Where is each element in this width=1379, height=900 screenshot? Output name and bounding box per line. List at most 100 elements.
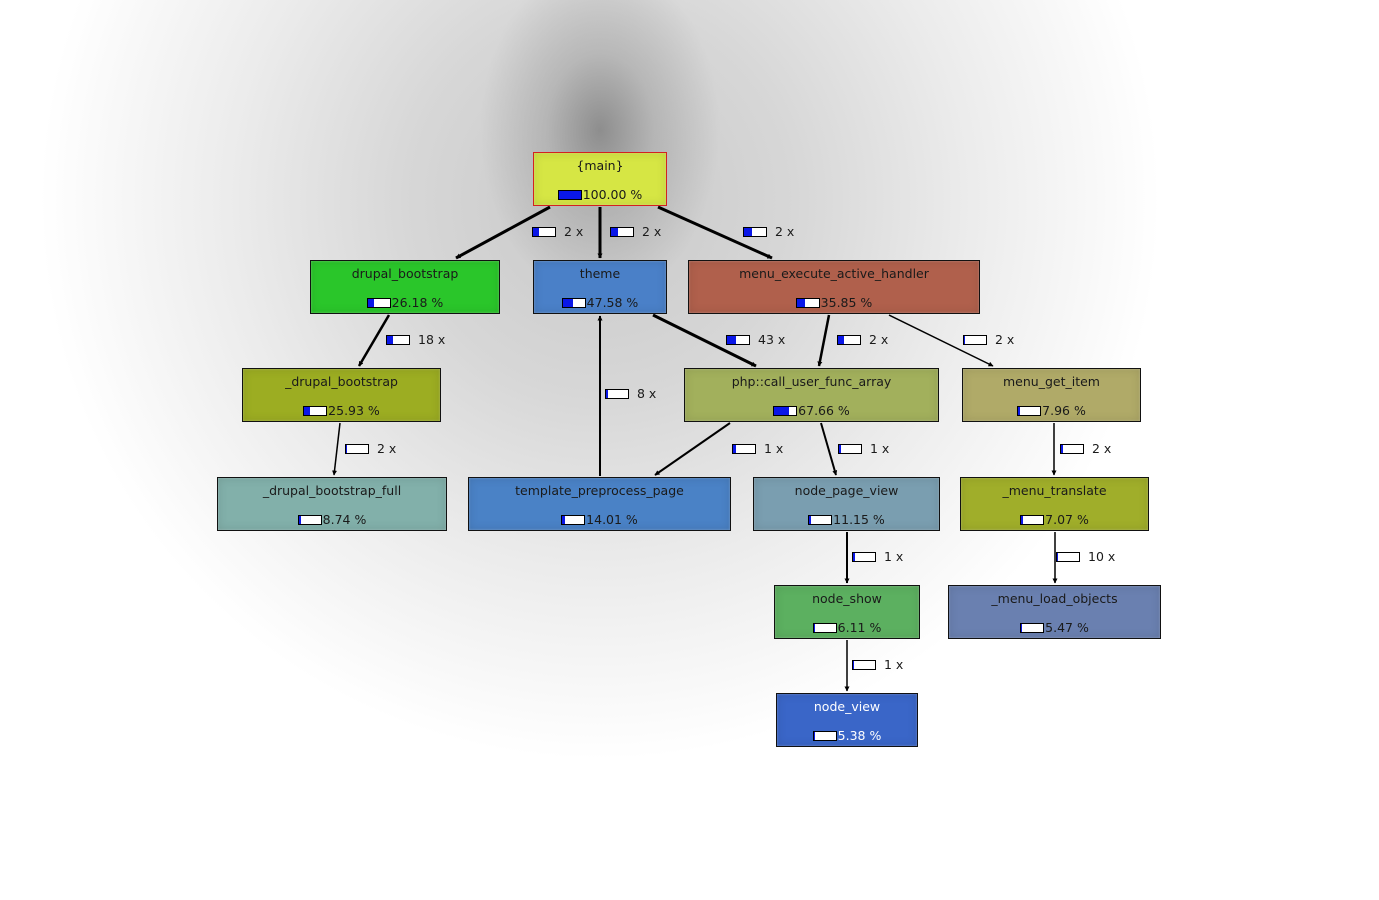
- edge-call-label: 2 x: [963, 332, 1014, 347]
- edge-drupal-bootstrap-to--drupal-bootstrap[interactable]: [357, 314, 391, 367]
- node-percent-row: 7.96 %: [963, 403, 1140, 418]
- node-drupal-bootstrap-full[interactable]: _drupal_bootstrap_full 8.74 %: [217, 477, 447, 531]
- edge-call-label: 2 x: [743, 224, 794, 239]
- percentage-bar: [561, 515, 586, 525]
- node-label: node_page_view: [794, 483, 899, 498]
- node-percent: 8.74 %: [322, 512, 367, 527]
- node-percent-row: 100.00 %: [534, 187, 666, 202]
- percentage-bar-fill: [727, 336, 736, 344]
- node-label: node_show: [812, 591, 882, 606]
- edge-call-label: 2 x: [1060, 441, 1111, 456]
- percentage-bar: [838, 444, 862, 454]
- percentage-bar: [812, 623, 837, 633]
- edge-call-label: 18 x: [386, 332, 445, 347]
- node-percent-row: 25.93 %: [243, 403, 440, 418]
- percentage-bar-fill: [387, 336, 393, 344]
- percentage-bar-fill: [533, 228, 539, 236]
- edge-menu-execute-active-handler-to-php-call-user-func-array[interactable]: [817, 314, 831, 367]
- edge-call-count: 1 x: [870, 441, 890, 456]
- percentage-bar-fill: [964, 336, 965, 344]
- percentage-bar-fill: [813, 732, 815, 740]
- percentage-bar: [837, 335, 861, 345]
- node-main[interactable]: {main} 100.00 %: [533, 152, 667, 206]
- percentage-bar: [852, 552, 876, 562]
- node-label: _drupal_bootstrap_full: [262, 483, 402, 498]
- node-percent-row: 5.38 %: [777, 728, 917, 743]
- node-percent: 26.18 %: [391, 295, 444, 310]
- node-percent: 25.93 %: [328, 403, 380, 418]
- edge--drupal-bootstrap-to--drupal-bootstrap-full[interactable]: [332, 422, 341, 476]
- node-label: _drupal_bootstrap: [285, 374, 398, 389]
- percentage-bar: [610, 227, 634, 237]
- edge-call-label: 8 x: [605, 386, 656, 401]
- node-label: template_preprocess_page: [515, 483, 684, 498]
- edge-call-count: 2 x: [1092, 441, 1112, 456]
- node-node-view[interactable]: node_view 5.38 %: [776, 693, 918, 747]
- node-label: menu_execute_active_handler: [739, 266, 929, 281]
- percentage-bar-fill: [562, 516, 566, 524]
- percentage-bar-fill: [298, 516, 301, 524]
- percentage-bar: [773, 406, 798, 416]
- node-percent-row: 14.01 %: [469, 512, 730, 527]
- percentage-bar-fill: [744, 228, 752, 236]
- node-label: theme: [579, 266, 621, 281]
- node-percent: 67.66 %: [798, 403, 850, 418]
- edge-main-to-menu-execute-active-handler[interactable]: [657, 205, 773, 260]
- percentage-bar: [345, 444, 369, 454]
- edge-call-count: 1 x: [884, 549, 904, 564]
- percentage-bar: [852, 660, 876, 670]
- percentage-bar: [297, 515, 322, 525]
- percentage-bar-fill: [304, 407, 311, 415]
- edge-call-count: 2 x: [995, 332, 1015, 347]
- edge-call-count: 43 x: [758, 332, 786, 347]
- node-percent-row: 67.66 %: [685, 403, 938, 418]
- node-label: php::call_user_func_array: [731, 374, 892, 389]
- node-label: menu_get_item: [1003, 374, 1100, 389]
- percentage-bar-fill: [774, 407, 790, 415]
- percentage-bar-fill: [809, 516, 812, 524]
- node-percent-row: 47.58 %: [534, 295, 666, 310]
- edge-menu-execute-active-handler-to-menu-get-item[interactable]: [888, 314, 994, 367]
- percentage-bar: [732, 444, 756, 454]
- node-percent-row: 26.18 %: [311, 295, 499, 310]
- percentage-bar-fill: [838, 336, 844, 344]
- edge-call-label: 1 x: [852, 549, 903, 564]
- edge-call-label: 2 x: [345, 441, 396, 456]
- percentage-bar-fill: [813, 624, 815, 632]
- node-label: node_view: [813, 699, 881, 714]
- edge-php-call-user-func-array-to-template-preprocess-page[interactable]: [654, 422, 731, 476]
- node-menu-get-item[interactable]: menu_get_item 7.96 %: [962, 368, 1141, 422]
- edge-theme-to-php-call-user-func-array[interactable]: [652, 313, 757, 368]
- node-percent: 5.38 %: [837, 728, 882, 743]
- node-percent: 11.15 %: [833, 512, 885, 527]
- edge-call-count: 2 x: [642, 224, 662, 239]
- edge-call-count: 10 x: [1088, 549, 1116, 564]
- node-label: {main}: [576, 158, 624, 173]
- edge-php-call-user-func-array-to-node-page-view[interactable]: [820, 422, 838, 476]
- percentage-bar: [1017, 406, 1042, 416]
- node-percent: 7.07 %: [1045, 512, 1089, 527]
- edge-call-count: 2 x: [775, 224, 795, 239]
- edge-call-label: 1 x: [852, 657, 903, 672]
- percentage-bar-fill: [558, 191, 581, 199]
- percentage-bar-fill: [562, 299, 573, 307]
- percentage-bar: [1060, 444, 1084, 454]
- edge-call-label: 1 x: [838, 441, 889, 456]
- edge-call-label: 1 x: [732, 441, 783, 456]
- node-theme[interactable]: theme 47.58 %: [533, 260, 667, 314]
- percentage-bar-fill: [853, 661, 854, 669]
- node-template-preprocess-page[interactable]: template_preprocess_page 14.01 %: [468, 477, 731, 531]
- edge-call-count: 8 x: [637, 386, 657, 401]
- node-node-page-view[interactable]: node_page_view 11.15 %: [753, 477, 940, 531]
- percentage-bar: [1020, 623, 1045, 633]
- percentage-bar-fill: [733, 445, 736, 453]
- edge-main-to-drupal-bootstrap[interactable]: [455, 205, 551, 260]
- node-drupal-bootstrap[interactable]: _drupal_bootstrap 25.93 %: [242, 368, 441, 422]
